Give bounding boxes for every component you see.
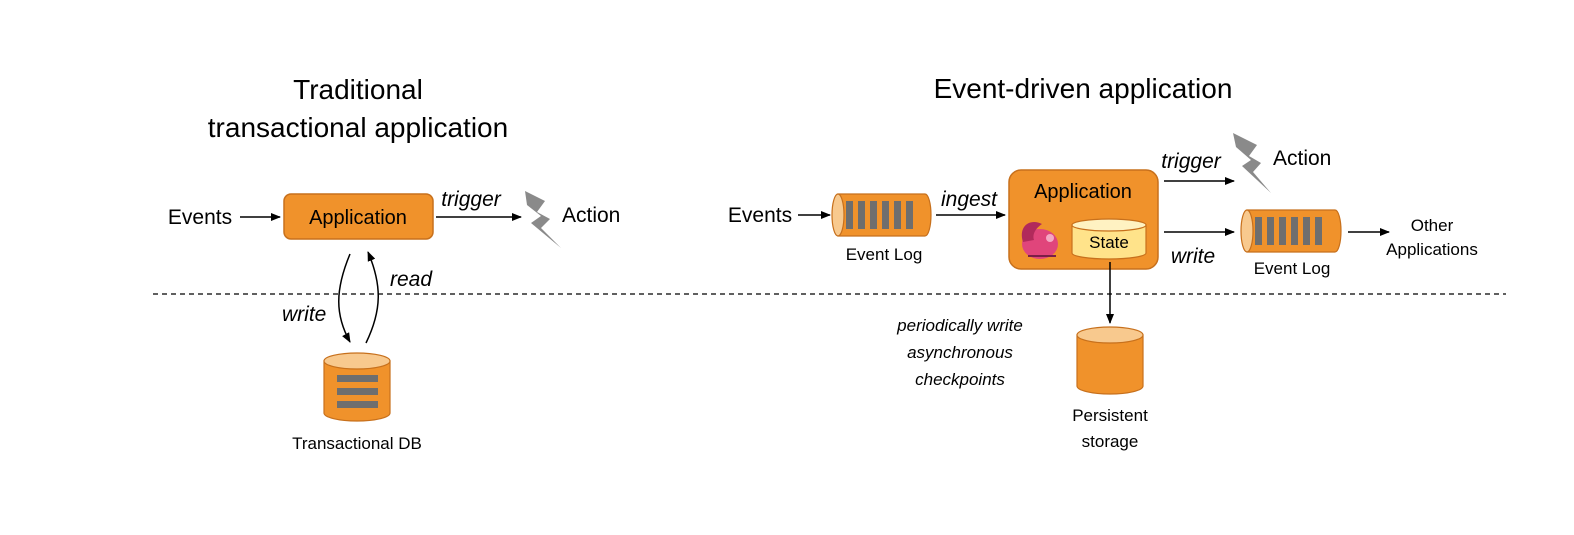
event-log-in-label: Event Log bbox=[846, 245, 923, 264]
left-action-label: Action bbox=[562, 204, 620, 227]
left-title-line2: transactional application bbox=[208, 112, 508, 143]
left-application-box: Application bbox=[283, 193, 434, 240]
state-cylinder-icon: State bbox=[1071, 218, 1147, 260]
cylinder-icon bbox=[1076, 326, 1144, 395]
right-application-label: Application bbox=[1034, 181, 1132, 203]
event-log-icon bbox=[1240, 209, 1342, 253]
left-write-label: write bbox=[282, 303, 326, 326]
state-label: State bbox=[1089, 233, 1129, 252]
left-application-label: Application bbox=[309, 207, 407, 229]
right-action-label: Action bbox=[1273, 147, 1331, 170]
storage-line1: Persistent bbox=[1072, 406, 1148, 425]
event-log-icon bbox=[831, 193, 932, 237]
event-log-out-label: Event Log bbox=[1254, 259, 1331, 278]
lightning-bolt-icon bbox=[1233, 133, 1271, 193]
other-apps-line1: Other bbox=[1411, 216, 1454, 235]
right-title: Event-driven application bbox=[934, 73, 1233, 104]
storage-line2: storage bbox=[1082, 432, 1139, 451]
database-icon bbox=[323, 352, 391, 422]
left-read-label: read bbox=[390, 268, 433, 291]
checkpoint-line2: asynchronous bbox=[907, 343, 1013, 362]
left-trigger-label: trigger bbox=[441, 188, 502, 211]
read-arrow bbox=[365, 251, 379, 344]
left-events-label: Events bbox=[168, 206, 232, 229]
right-write-label: write bbox=[1171, 245, 1215, 268]
other-apps-line2: Applications bbox=[1386, 240, 1478, 259]
flink-squirrel-icon bbox=[1021, 222, 1058, 259]
checkpoint-line3: checkpoints bbox=[915, 370, 1005, 389]
right-trigger-label: trigger bbox=[1161, 150, 1222, 173]
ingest-label: ingest bbox=[941, 188, 998, 211]
transactional-db-label: Transactional DB bbox=[292, 434, 422, 453]
right-events-label: Events bbox=[728, 204, 792, 227]
checkpoint-line1: periodically write bbox=[896, 316, 1023, 335]
write-arrow bbox=[338, 253, 351, 343]
lightning-bolt-icon bbox=[525, 191, 561, 248]
left-title-line1: Traditional bbox=[293, 74, 423, 105]
